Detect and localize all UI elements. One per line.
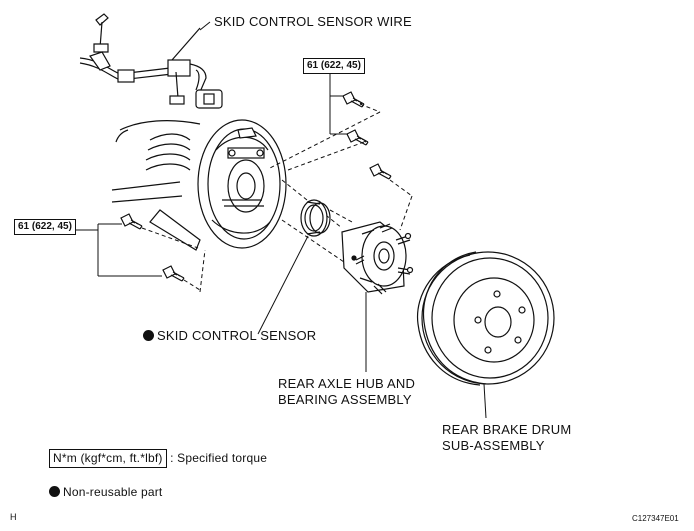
label-rear-brake-drum: REAR BRAKE DRUM SUB-ASSEMBLY <box>442 422 571 454</box>
backing-plate-drawing <box>111 119 287 251</box>
bolt-top-2 <box>346 129 369 146</box>
label-rear-brake-drum-line1: REAR BRAKE DRUM <box>442 422 572 437</box>
torque-label-left: 61 (622, 45) <box>14 219 76 235</box>
torque-label-top: 61 (622, 45) <box>303 58 365 74</box>
label-rear-axle-hub: REAR AXLE HUB AND BEARING ASSEMBLY <box>278 376 415 408</box>
label-rear-axle-hub-line1: REAR AXLE HUB AND <box>278 376 416 391</box>
legend-torque: N*m (kgf*cm, ft.*lbf) : Specified torque <box>49 449 267 468</box>
bolt-left-2 <box>162 265 185 282</box>
label-rear-axle-hub-line2: BEARING ASSEMBLY <box>278 392 412 407</box>
corner-code-right: C127347E01 <box>632 514 679 523</box>
label-skid-control-sensor-text: SKID CONTROL SENSOR <box>157 328 317 343</box>
label-skid-control-sensor-wire: SKID CONTROL SENSOR WIRE <box>214 14 412 29</box>
non-reusable-dot-icon <box>143 330 154 341</box>
label-rear-brake-drum-line2: SUB-ASSEMBLY <box>442 438 545 453</box>
bolt-top-1 <box>342 91 365 108</box>
corner-code-left: H <box>10 512 17 522</box>
legend-non-reusable-text: Non-reusable part <box>63 485 163 499</box>
legend-non-reusable: Non-reusable part <box>49 484 162 500</box>
brake-drum-drawing <box>416 251 555 386</box>
label-skid-control-sensor: SKID CONTROL SENSOR <box>143 328 316 344</box>
skid-control-sensor-drawing <box>300 199 331 237</box>
leader-lines <box>74 21 487 419</box>
legend-torque-units: N*m (kgf*cm, ft.*lbf) <box>49 449 167 468</box>
bolt-left-1 <box>120 213 143 230</box>
bolt-mid <box>369 163 392 180</box>
legend-torque-desc: : Specified torque <box>170 451 268 465</box>
sensor-wire-drawing <box>79 13 223 109</box>
legend-dot-icon <box>49 486 60 497</box>
rear-axle-hub-drawing <box>341 221 414 295</box>
